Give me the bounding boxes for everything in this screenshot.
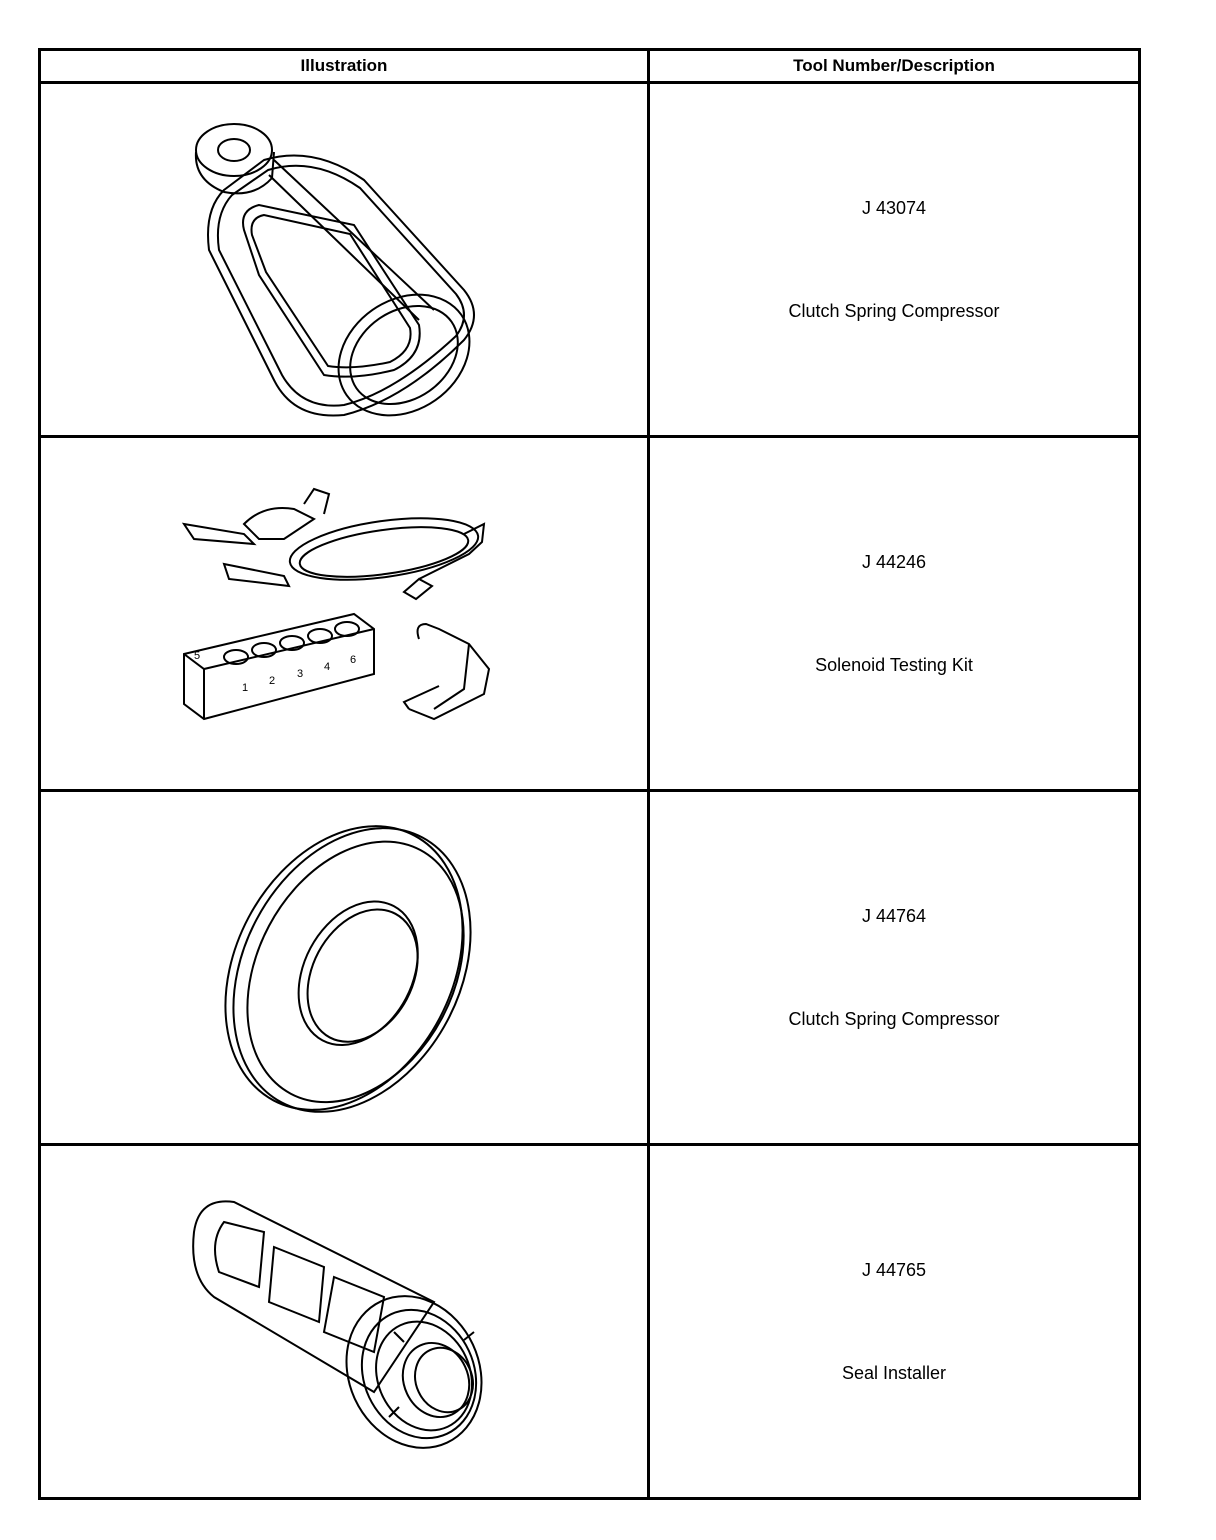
illustration-cell <box>38 1143 650 1500</box>
block-label: 5 <box>194 650 200 662</box>
tool-number: J 44246 <box>861 551 927 572</box>
description-cell: J 43074 Clutch Spring Compressor <box>647 81 1141 438</box>
header-illustration: Illustration <box>38 48 650 84</box>
tool-description: Clutch Spring Compressor <box>788 300 1000 321</box>
tool-description: Solenoid Testing Kit <box>815 654 973 675</box>
seal-installer-icon <box>174 1192 514 1452</box>
clutch-spring-compressor-ring-icon <box>194 808 494 1128</box>
clutch-spring-compressor-cage-icon <box>164 100 524 420</box>
description-cell: J 44764 Clutch Spring Compressor <box>647 789 1141 1146</box>
description-cell: J 44765 Seal Installer <box>647 1143 1141 1500</box>
block-label: 4 <box>324 661 330 673</box>
solenoid-testing-kit-icon: 1 2 3 4 5 6 <box>164 464 524 764</box>
tool-number: J 44764 <box>861 905 927 926</box>
block-label: 6 <box>350 654 356 666</box>
illustration-cell <box>38 789 650 1146</box>
table-row: J 44764 Clutch Spring Compressor <box>38 789 1141 1146</box>
block-label: 1 <box>242 682 248 694</box>
tool-number: J 43074 <box>861 197 927 218</box>
tool-number: J 44765 <box>861 1259 927 1280</box>
illustration-cell <box>38 81 650 438</box>
illustration-cell: 1 2 3 4 5 6 <box>38 435 650 792</box>
block-label: 2 <box>269 675 275 687</box>
description-cell: J 44246 Solenoid Testing Kit <box>647 435 1141 792</box>
table-row: J 44765 Seal Installer <box>38 1143 1141 1500</box>
special-tools-table: Illustration Tool Number/Description <box>38 48 1141 1500</box>
table-header-row: Illustration Tool Number/Description <box>38 48 1141 84</box>
tool-description: Seal Installer <box>841 1362 947 1383</box>
header-tool-description: Tool Number/Description <box>647 48 1141 84</box>
table-row: J 43074 Clutch Spring Compressor <box>38 81 1141 438</box>
tool-description: Clutch Spring Compressor <box>788 1008 1000 1029</box>
table-row: 1 2 3 4 5 6 J 44246 Solenoid Testing Kit <box>38 435 1141 792</box>
block-label: 3 <box>297 668 303 680</box>
